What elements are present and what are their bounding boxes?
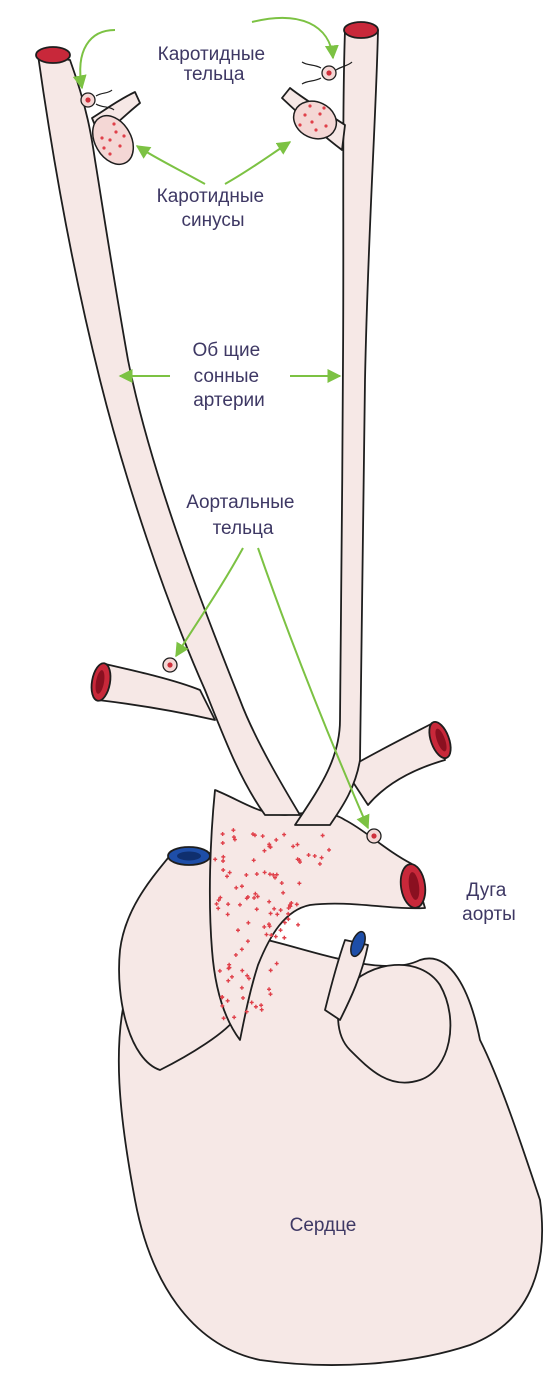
- receptor-dot: [282, 936, 286, 940]
- label-carotid-sinuses-line1: Каротидные: [157, 186, 264, 207]
- left-carotid-opening: [36, 47, 70, 63]
- arrow-carotid-sinus-left: [137, 146, 205, 184]
- receptor-dot: [279, 928, 283, 932]
- label-carotid-bodies: Каротидные тельца: [158, 44, 271, 85]
- label-heart: Сердце: [290, 1215, 357, 1236]
- receptor-dot: [296, 923, 300, 927]
- label-common-carotid-line1: Об щие: [192, 340, 260, 361]
- aortic-body-right: [367, 829, 381, 843]
- label-aortic-bodies: Аортальные тельца: [186, 492, 299, 539]
- label-aortic-arch-line1: Дуга: [466, 880, 506, 901]
- label-common-carotid-line3: артерии: [193, 390, 265, 411]
- label-aortic-bodies-line2: тельца: [213, 518, 274, 539]
- right-common-carotid: [295, 30, 378, 825]
- label-aortic-arch-line2: аорты: [462, 904, 516, 925]
- right-carotid-opening: [344, 22, 378, 38]
- arrow-carotid-body-left: [80, 30, 115, 88]
- label-common-carotid-line2: сонные: [194, 366, 260, 387]
- vena-cava-lumen: [177, 852, 201, 861]
- label-common-carotid: Об щие сонные артерии: [192, 340, 265, 411]
- aortic-body-left: [163, 658, 177, 672]
- label-aortic-bodies-line1: Аортальные: [186, 492, 294, 513]
- label-aortic-arch: Дуга аорты: [462, 880, 516, 925]
- label-carotid-sinuses-line2: синусы: [181, 210, 244, 231]
- label-carotid-bodies-line1: Каротидные: [158, 44, 265, 65]
- receptor-dot: [274, 935, 278, 939]
- label-carotid-bodies-line2: тельца: [184, 64, 245, 85]
- arrow-carotid-sinus-right: [225, 142, 290, 184]
- label-carotid-sinuses: Каротидные синусы: [157, 186, 270, 231]
